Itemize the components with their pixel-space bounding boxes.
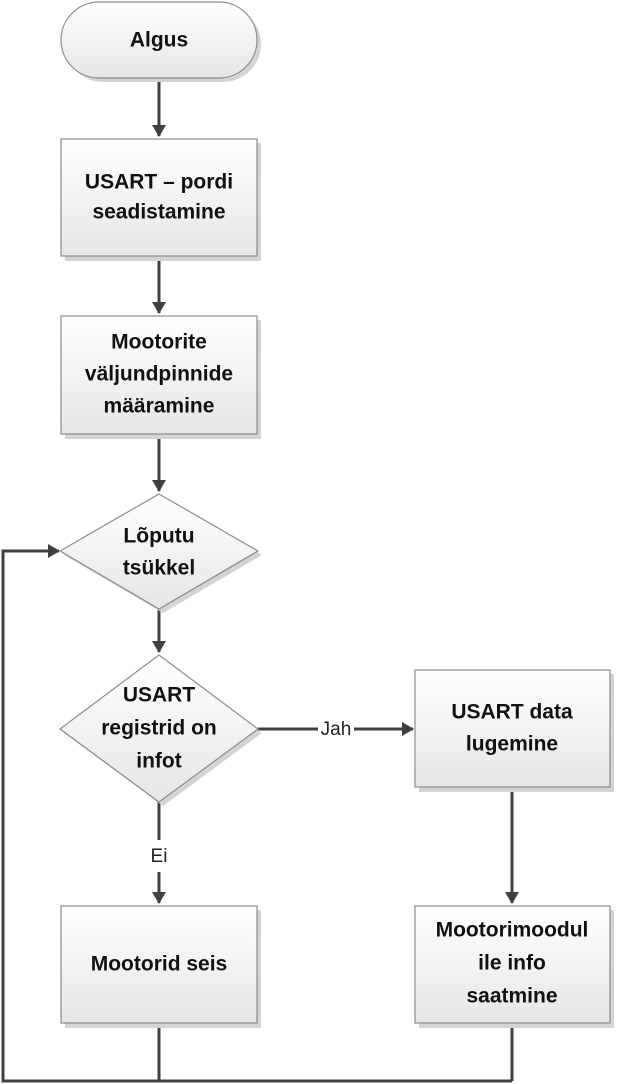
node-usart-check-line-3: infot: [136, 750, 181, 773]
node-start: Algus: [60, 1, 261, 82]
node-loop-line-1: Lõputu: [123, 525, 194, 548]
node-loop: Lõputu tsükkel: [58, 493, 262, 613]
node-usart-read: USART data lugemine: [414, 669, 614, 792]
edge-label-no: Ei: [151, 846, 168, 867]
node-motors-stop: Mootorid seis: [60, 905, 261, 1028]
edge-label-yes: Jah: [321, 719, 352, 740]
node-motor-send: Mootorimoodul ile info saatmine: [414, 905, 614, 1028]
node-motor-pins: Mootorite väljundpinnide määramine: [60, 315, 261, 439]
node-usart-check-line-1: USART: [123, 684, 196, 707]
node-motor-send-line-3: saatmine: [466, 985, 557, 1008]
edge-loop-back: [1, 544, 512, 1083]
node-usart-read-line-2: lugemine: [466, 733, 558, 756]
node-usart-check: USART registrid on infot: [58, 654, 262, 806]
node-motor-send-line-2: ile info: [478, 952, 546, 975]
node-motor-pins-line-3: määramine: [104, 395, 215, 418]
node-motor-pins-line-2: väljundpinnide: [85, 363, 233, 386]
node-motors-stop-label: Mootorid seis: [91, 953, 228, 976]
node-usart-read-line-1: USART data: [451, 701, 573, 724]
node-usart-check-line-2: registrid on: [101, 717, 217, 740]
node-usart-setup-line-2: seadistamine: [92, 201, 225, 224]
node-usart-setup: USART – pordi seadistamine: [60, 138, 261, 261]
node-usart-setup-line-1: USART – pordi: [85, 171, 233, 194]
node-motor-pins-line-1: Mootorite: [111, 331, 207, 354]
connectors: [1, 78, 519, 1083]
node-motor-send-line-1: Mootorimoodul: [436, 919, 589, 942]
node-loop-line-2: tsükkel: [123, 557, 195, 580]
node-start-label: Algus: [130, 29, 188, 52]
